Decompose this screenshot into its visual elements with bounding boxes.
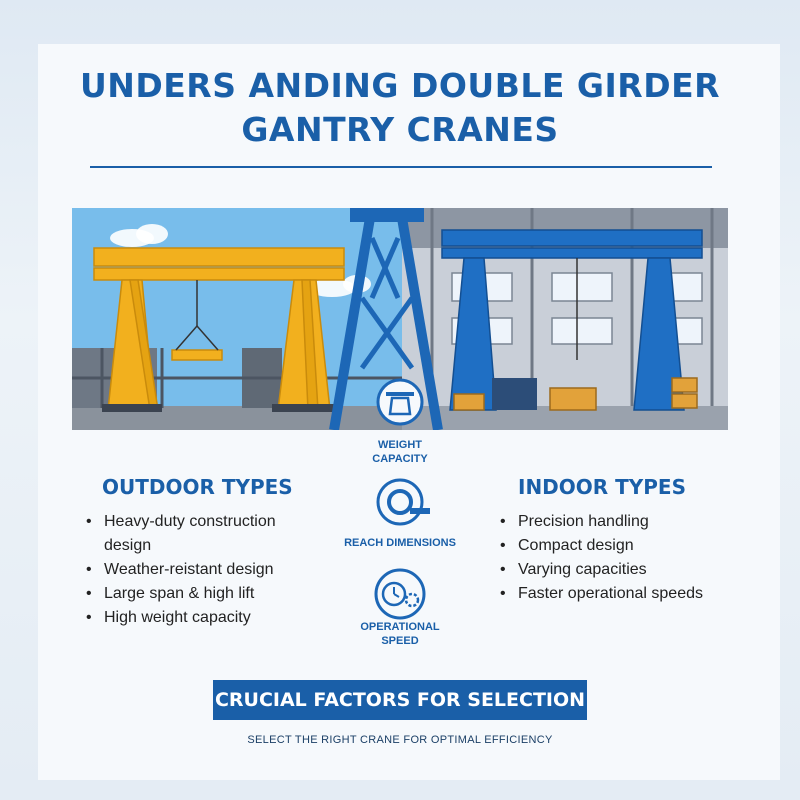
reach-dimensions-label: REACH DIMENSIONS xyxy=(344,537,456,549)
title-divider xyxy=(90,166,712,168)
clock-gear-icon xyxy=(374,568,426,620)
list-item: Weather-reistant design xyxy=(86,558,306,582)
list-item: Varying capacities xyxy=(500,558,720,582)
list-item: Large span & high lift xyxy=(86,582,306,606)
title-line-2: GANTRY CRANES xyxy=(241,110,559,149)
tape-measure-icon xyxy=(376,478,430,526)
list-item: design xyxy=(104,537,152,554)
list-item: Heavy-duty construction xyxy=(86,510,306,534)
indoor-types-list: Precision handling Compact design Varyin… xyxy=(500,510,720,606)
list-item: High weight capacity xyxy=(86,606,306,630)
selection-banner: CRUCIAL FACTORS FOR SELECTION xyxy=(213,680,587,720)
list-item: Compact design xyxy=(500,534,720,558)
list-item: Faster operational speeds xyxy=(500,582,720,606)
operational-speed-label-1: OPERATIONAL xyxy=(360,621,440,633)
operational-speed-label-2: SPEED xyxy=(381,635,419,647)
outdoor-types-heading: OUTDOOR TYPES xyxy=(102,475,293,499)
outdoor-types-list: Heavy-duty construction design Weather-r… xyxy=(86,510,306,630)
indoor-types-heading: INDOOR TYPES xyxy=(518,475,686,499)
list-item: Precision handling xyxy=(500,510,720,534)
factor-icons xyxy=(374,378,430,620)
scale-icon xyxy=(376,378,424,426)
crane-illustration xyxy=(72,208,728,430)
tagline: SELECT THE RIGHT CRANE FOR OPTIMAL EFFIC… xyxy=(247,734,553,746)
weight-capacity-label: WEIGHT CAPACITY xyxy=(372,439,428,465)
title-line-1: UNDERS ANDING DOUBLE GIRDER xyxy=(79,66,721,105)
